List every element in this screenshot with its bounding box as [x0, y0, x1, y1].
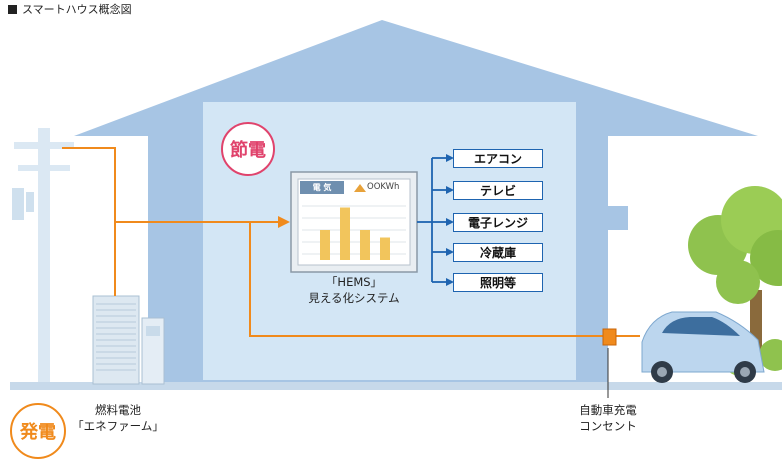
hems-tab-label: 電 気	[312, 183, 332, 192]
hems-label-line1: 「HEMS」	[325, 275, 383, 289]
power-lines	[62, 147, 640, 398]
hems-bar-chart	[320, 207, 390, 260]
device-microwave: 電子レンジ	[453, 213, 543, 232]
setsuden-badge: 節電	[221, 122, 275, 176]
charger-label-line2: コンセント	[579, 419, 637, 433]
square-bullet-icon	[8, 5, 17, 14]
device-lighting: 照明等	[453, 273, 543, 292]
device-tv: テレビ	[453, 181, 543, 200]
ground-line	[10, 382, 782, 390]
fuel-cell-unit	[92, 295, 165, 385]
signal-arrowheads	[446, 154, 454, 286]
utility-pole	[12, 128, 74, 383]
fuel-cell-label-line1: 燃料電池	[95, 403, 141, 417]
hems-bar-2	[340, 207, 350, 260]
power-icon	[354, 184, 366, 192]
diagram-title-text: スマートハウス概念図	[22, 3, 132, 16]
hems-reading: OOKWh	[367, 182, 400, 192]
electric-car	[641, 311, 765, 383]
diagram-title: スマートハウス概念図	[8, 3, 132, 17]
hems-bar-4	[380, 237, 390, 260]
device-aircon: エアコン	[453, 149, 543, 168]
hems-monitor	[290, 171, 418, 273]
hems-bar-3	[360, 230, 370, 260]
power-arrowhead	[278, 216, 290, 228]
charger-label-line1: 自動車充電	[579, 403, 637, 417]
hems-bar-1	[320, 230, 330, 260]
hems-label-line2: 見える化システム	[308, 291, 400, 305]
hatsuden-badge: 発電	[10, 403, 66, 459]
charging-outlet	[602, 328, 617, 346]
signal-lines	[417, 157, 448, 283]
fuel-cell-label-line2: 「エネファーム」	[72, 419, 164, 433]
hems-tab	[300, 181, 344, 194]
device-refrigerator: 冷蔵庫	[453, 243, 543, 262]
